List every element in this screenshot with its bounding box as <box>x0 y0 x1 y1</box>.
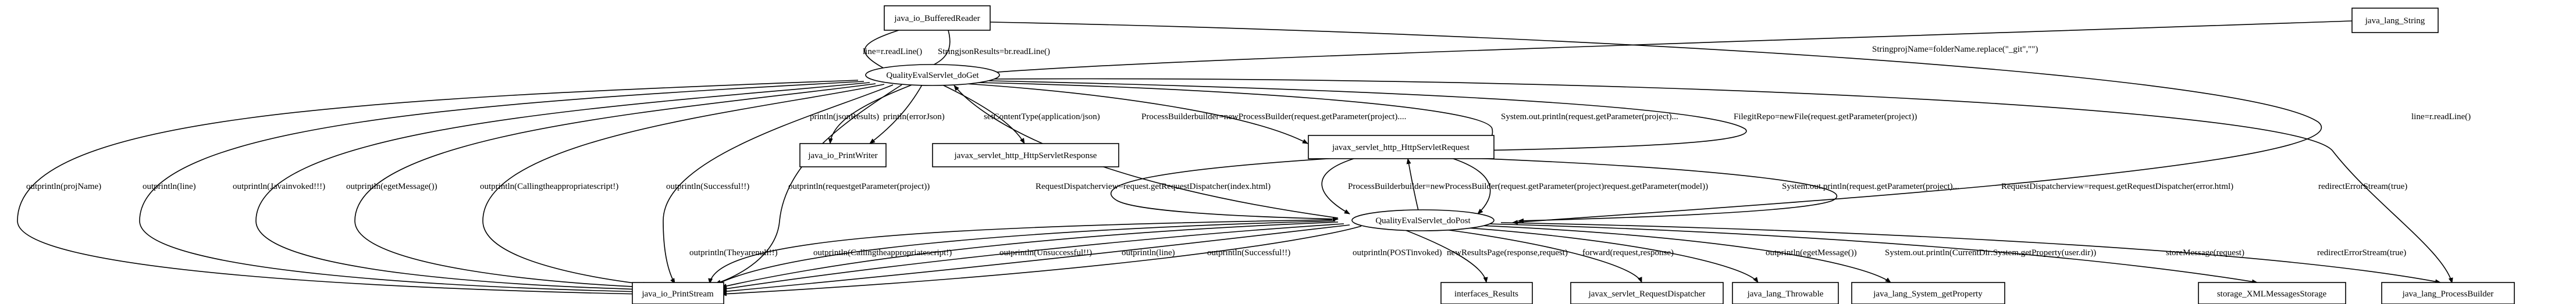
label-response: setContentType(application/json) <box>984 112 1100 121</box>
node-print-writer-label: java_io_PrintWriter <box>807 151 877 160</box>
label-pw-2: println(errorJson) <box>883 112 945 121</box>
label-throwable: outprintln(egetMessage()) <box>1766 248 1857 257</box>
edge-req-dopost-2 <box>1321 158 1356 214</box>
label-ps-g6: outprintln(Successful!!) <box>666 182 749 191</box>
label-ps-p4: outprintln(line) <box>1122 248 1175 257</box>
label-req-file: FilegitRepo=newFile(request.getParameter… <box>1734 112 1917 121</box>
node-servlet-response-label: javax_servlet_http_HttpServletResponse <box>954 151 1097 160</box>
edge-doget-ps-4 <box>354 83 876 289</box>
edge-dopost-ps-6 <box>721 226 1362 296</box>
edge-doget-response <box>942 84 1025 144</box>
edge-doget-pw-1 <box>828 84 914 144</box>
label-ps-p5: outprintln(Successful!!) <box>1207 248 1290 257</box>
node-throwable-label: java_lang_Throwable <box>1747 289 1824 299</box>
label-ps-g7: outprintln(requestgetParameter(project)) <box>788 182 930 191</box>
edge-dopost-results <box>1396 226 1488 283</box>
nodes: java_io_BufferedReader java_lang_String … <box>632 5 2515 304</box>
node-process-builder-label: java_lang_ProcessBuilder <box>2402 289 2494 299</box>
edge-br-doget-line <box>864 30 899 72</box>
edge-req-dopost-4 <box>1442 156 1838 223</box>
node-print-stream[interactable]: java_io_PrintStream <box>632 282 724 304</box>
edges <box>17 20 2453 296</box>
edge-dopost-ps-4 <box>721 223 1344 291</box>
node-dopost[interactable]: QualityEvalServlet_doPost <box>1351 209 1495 231</box>
label-post-disp2: RequestDispatcherview=request.getRequest… <box>2001 182 2233 191</box>
label-ps-g4: outprintln(egetMessage()) <box>346 182 437 191</box>
label-ps-p1: outprintln(Theyarenull!!) <box>689 248 778 257</box>
node-results-label: interfaces_Results <box>1454 289 1518 299</box>
label-post-pb: ProcessBuilderbuilder=newProcessBuilder(… <box>1348 182 1708 191</box>
label-ps-g3: outprintln(Javainvoked!!!) <box>233 182 325 191</box>
label-br-line: line=r.readLine() <box>863 47 922 56</box>
label-br-string: StringjsonResults=br.readLine() <box>938 47 1050 56</box>
edge-dopost-pb <box>1500 222 2441 284</box>
edge-labels: line=r.readLine() StringjsonResults=br.r… <box>26 45 2471 257</box>
label-forward: forward(request,response) <box>1582 248 1674 257</box>
node-print-writer[interactable]: java_io_PrintWriter <box>799 143 887 167</box>
label-post-sysout: System.out.println(request.getParameter(… <box>1782 182 1959 191</box>
edge-dopost-xml <box>1486 223 2258 284</box>
label-redirect-p: redirectErrorStream(true) <box>2317 248 2406 257</box>
label-results: newResultsPage(response,request) <box>1447 248 1568 257</box>
node-doget[interactable]: QualityEvalServlet_doGet <box>865 64 1000 86</box>
node-process-builder[interactable]: java_lang_ProcessBuilder <box>2381 282 2515 304</box>
edge-dopost-ps-1 <box>708 219 1333 284</box>
edge-doget-ps-6 <box>663 84 894 284</box>
edge-doget-ps-7 <box>715 84 902 285</box>
label-ps-p3: outprintln(Unsuccessful!!) <box>999 248 1092 257</box>
node-lang-string-label: java_lang_String <box>2365 16 2425 26</box>
label-pw-1: println(jsonResults) <box>810 112 879 121</box>
label-ps-g2: outprintln(line) <box>143 182 196 191</box>
node-buffered-reader[interactable]: java_io_BufferedReader <box>884 5 991 31</box>
edge-dopost-dispatcher <box>1422 226 1642 283</box>
edge-dopost-ps-3 <box>721 221 1339 288</box>
edge-doget-ps-1 <box>17 80 859 296</box>
node-xml-storage[interactable]: storage_XMLMessagesStorage <box>2198 282 2346 304</box>
label-ps-p6: outprintln(POSTinvoked) <box>1353 248 1442 257</box>
label-string-proj: StringprojName=folderName.replace("_git"… <box>1872 45 2038 54</box>
edge-req-dopost-1 <box>1110 156 1356 221</box>
edge-dopost-request <box>1406 158 1420 216</box>
edge-dopost-throwable <box>1442 226 1759 283</box>
label-xml: storeMessage(request) <box>2166 248 2244 257</box>
node-get-property[interactable]: java_lang_System_getProperty <box>1851 282 2005 304</box>
edge-string-doget <box>983 20 2353 76</box>
node-dispatcher-label: javax_servlet_RequestDispatcher <box>1588 289 1706 299</box>
label-post-disp1: RequestDispatcherview=request.getRequest… <box>1036 182 1271 191</box>
label-ps-p2: outprintln(Callingtheappropriatescript!) <box>813 248 952 257</box>
label-property: System.out.println(CurrentDir:System.get… <box>1885 248 2096 257</box>
node-servlet-request[interactable]: javax_servlet_http_HttpServletRequest <box>1308 135 1495 159</box>
node-print-stream-label: java_io_PrintStream <box>641 289 714 299</box>
node-xml-storage-label: storage_XMLMessagesStorage <box>2217 289 2327 299</box>
edge-dopost-property <box>1465 224 1891 283</box>
edge-dopost-ps-2 <box>715 220 1336 285</box>
node-doget-label: QualityEvalServlet_doGet <box>886 71 979 80</box>
node-dopost-label: QualityEvalServlet_doPost <box>1375 216 1471 226</box>
edge-br-dopost <box>990 22 2322 225</box>
node-buffered-reader-label: java_io_BufferedReader <box>894 14 980 23</box>
node-get-property-label: java_lang_System_getProperty <box>1873 289 1983 299</box>
node-throwable[interactable]: java_lang_Throwable <box>1732 282 1839 304</box>
label-redirect-g: redirectErrorStream(true) <box>2318 182 2407 191</box>
node-results[interactable]: interfaces_Results <box>1440 282 1533 304</box>
edge-doget-ps-3 <box>255 82 870 292</box>
edge-doget-ps-2 <box>139 81 864 294</box>
label-ps-g1: outprintln(projName) <box>26 182 101 191</box>
edge-doget-request-3 <box>988 80 1747 154</box>
label-req-pb: ProcessBuilderbuilder=newProcessBuilder(… <box>1141 112 1406 121</box>
label-get-line: line=r.readLine() <box>2411 112 2471 121</box>
edge-doget-request-1 <box>965 83 1308 144</box>
edge-doget-pb <box>991 78 2453 284</box>
node-servlet-request-label: javax_servlet_http_HttpServletRequest <box>1332 143 1470 152</box>
node-lang-string[interactable]: java_lang_String <box>2351 8 2439 33</box>
edge-doget-pw-2 <box>869 84 923 144</box>
node-dispatcher[interactable]: javax_servlet_RequestDispatcher <box>1570 282 1724 304</box>
edge-dopost-ps-5 <box>721 224 1350 294</box>
edge-req-dopost-3 <box>1451 158 1491 214</box>
label-req-sysout: System.out.println(request.getParameter(… <box>1501 112 1678 121</box>
label-ps-g5: outprintln(Callingtheappropriatescript!) <box>480 182 618 191</box>
node-servlet-response[interactable]: javax_servlet_http_HttpServletResponse <box>932 143 1119 167</box>
edge-doget-ps-5 <box>482 84 885 287</box>
